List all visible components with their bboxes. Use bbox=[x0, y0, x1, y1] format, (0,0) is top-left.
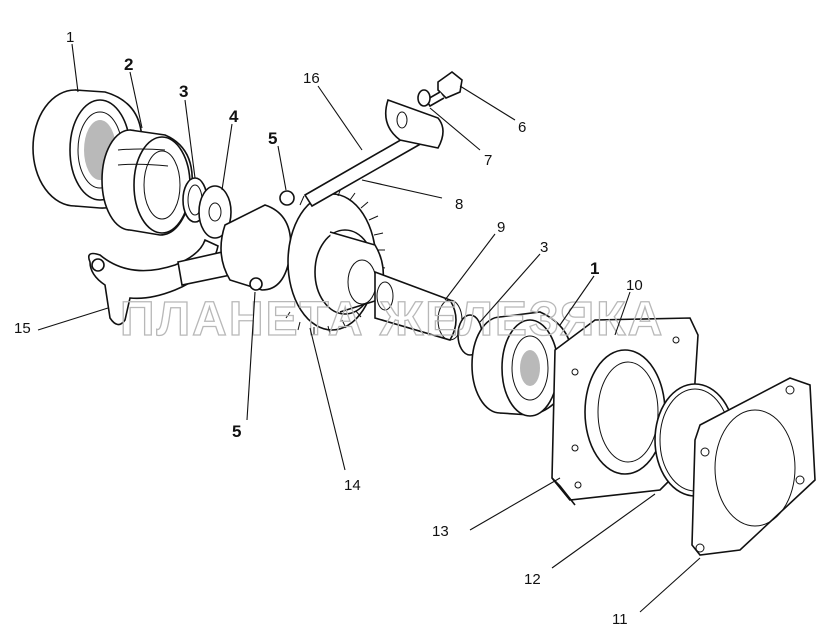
leader-lines bbox=[37, 43, 701, 613]
callout-1-top: 1 bbox=[66, 29, 74, 46]
callout-1-right: 1 bbox=[590, 259, 599, 278]
bolt bbox=[424, 70, 463, 108]
callout-5-bottom: 5 bbox=[232, 422, 241, 441]
callout-4: 4 bbox=[229, 107, 239, 126]
callout-7: 7 bbox=[484, 152, 492, 169]
callout-6: 6 bbox=[518, 119, 526, 136]
ball-upper bbox=[279, 190, 295, 206]
lock-washer bbox=[417, 89, 431, 107]
gear bbox=[220, 185, 386, 335]
callout-16: 16 bbox=[303, 70, 320, 87]
callout-labels: 1 2 3 4 5 16 6 7 8 9 3 1 10 15 5 14 13 1… bbox=[14, 29, 643, 628]
shift-rod bbox=[303, 98, 444, 208]
callout-9: 9 bbox=[497, 219, 505, 236]
callout-10: 10 bbox=[626, 277, 643, 294]
callout-14: 14 bbox=[344, 477, 361, 494]
shaft bbox=[374, 270, 463, 341]
callout-15: 15 bbox=[14, 320, 31, 337]
callout-11: 11 bbox=[612, 611, 628, 628]
callout-8: 8 bbox=[455, 196, 463, 213]
callout-5-top: 5 bbox=[268, 129, 277, 148]
callout-2: 2 bbox=[124, 55, 133, 74]
ball-lower bbox=[249, 277, 263, 291]
watermark: ПЛАНЕТА ЖЕЛЕЗЯКА bbox=[120, 293, 664, 346]
callout-12: 12 bbox=[524, 571, 541, 588]
callout-3-left: 3 bbox=[179, 82, 188, 101]
sleeve-ring bbox=[101, 129, 193, 236]
callout-13: 13 bbox=[432, 523, 449, 540]
gasket bbox=[691, 377, 816, 556]
washer bbox=[198, 185, 232, 239]
callout-3-right: 3 bbox=[540, 239, 548, 256]
